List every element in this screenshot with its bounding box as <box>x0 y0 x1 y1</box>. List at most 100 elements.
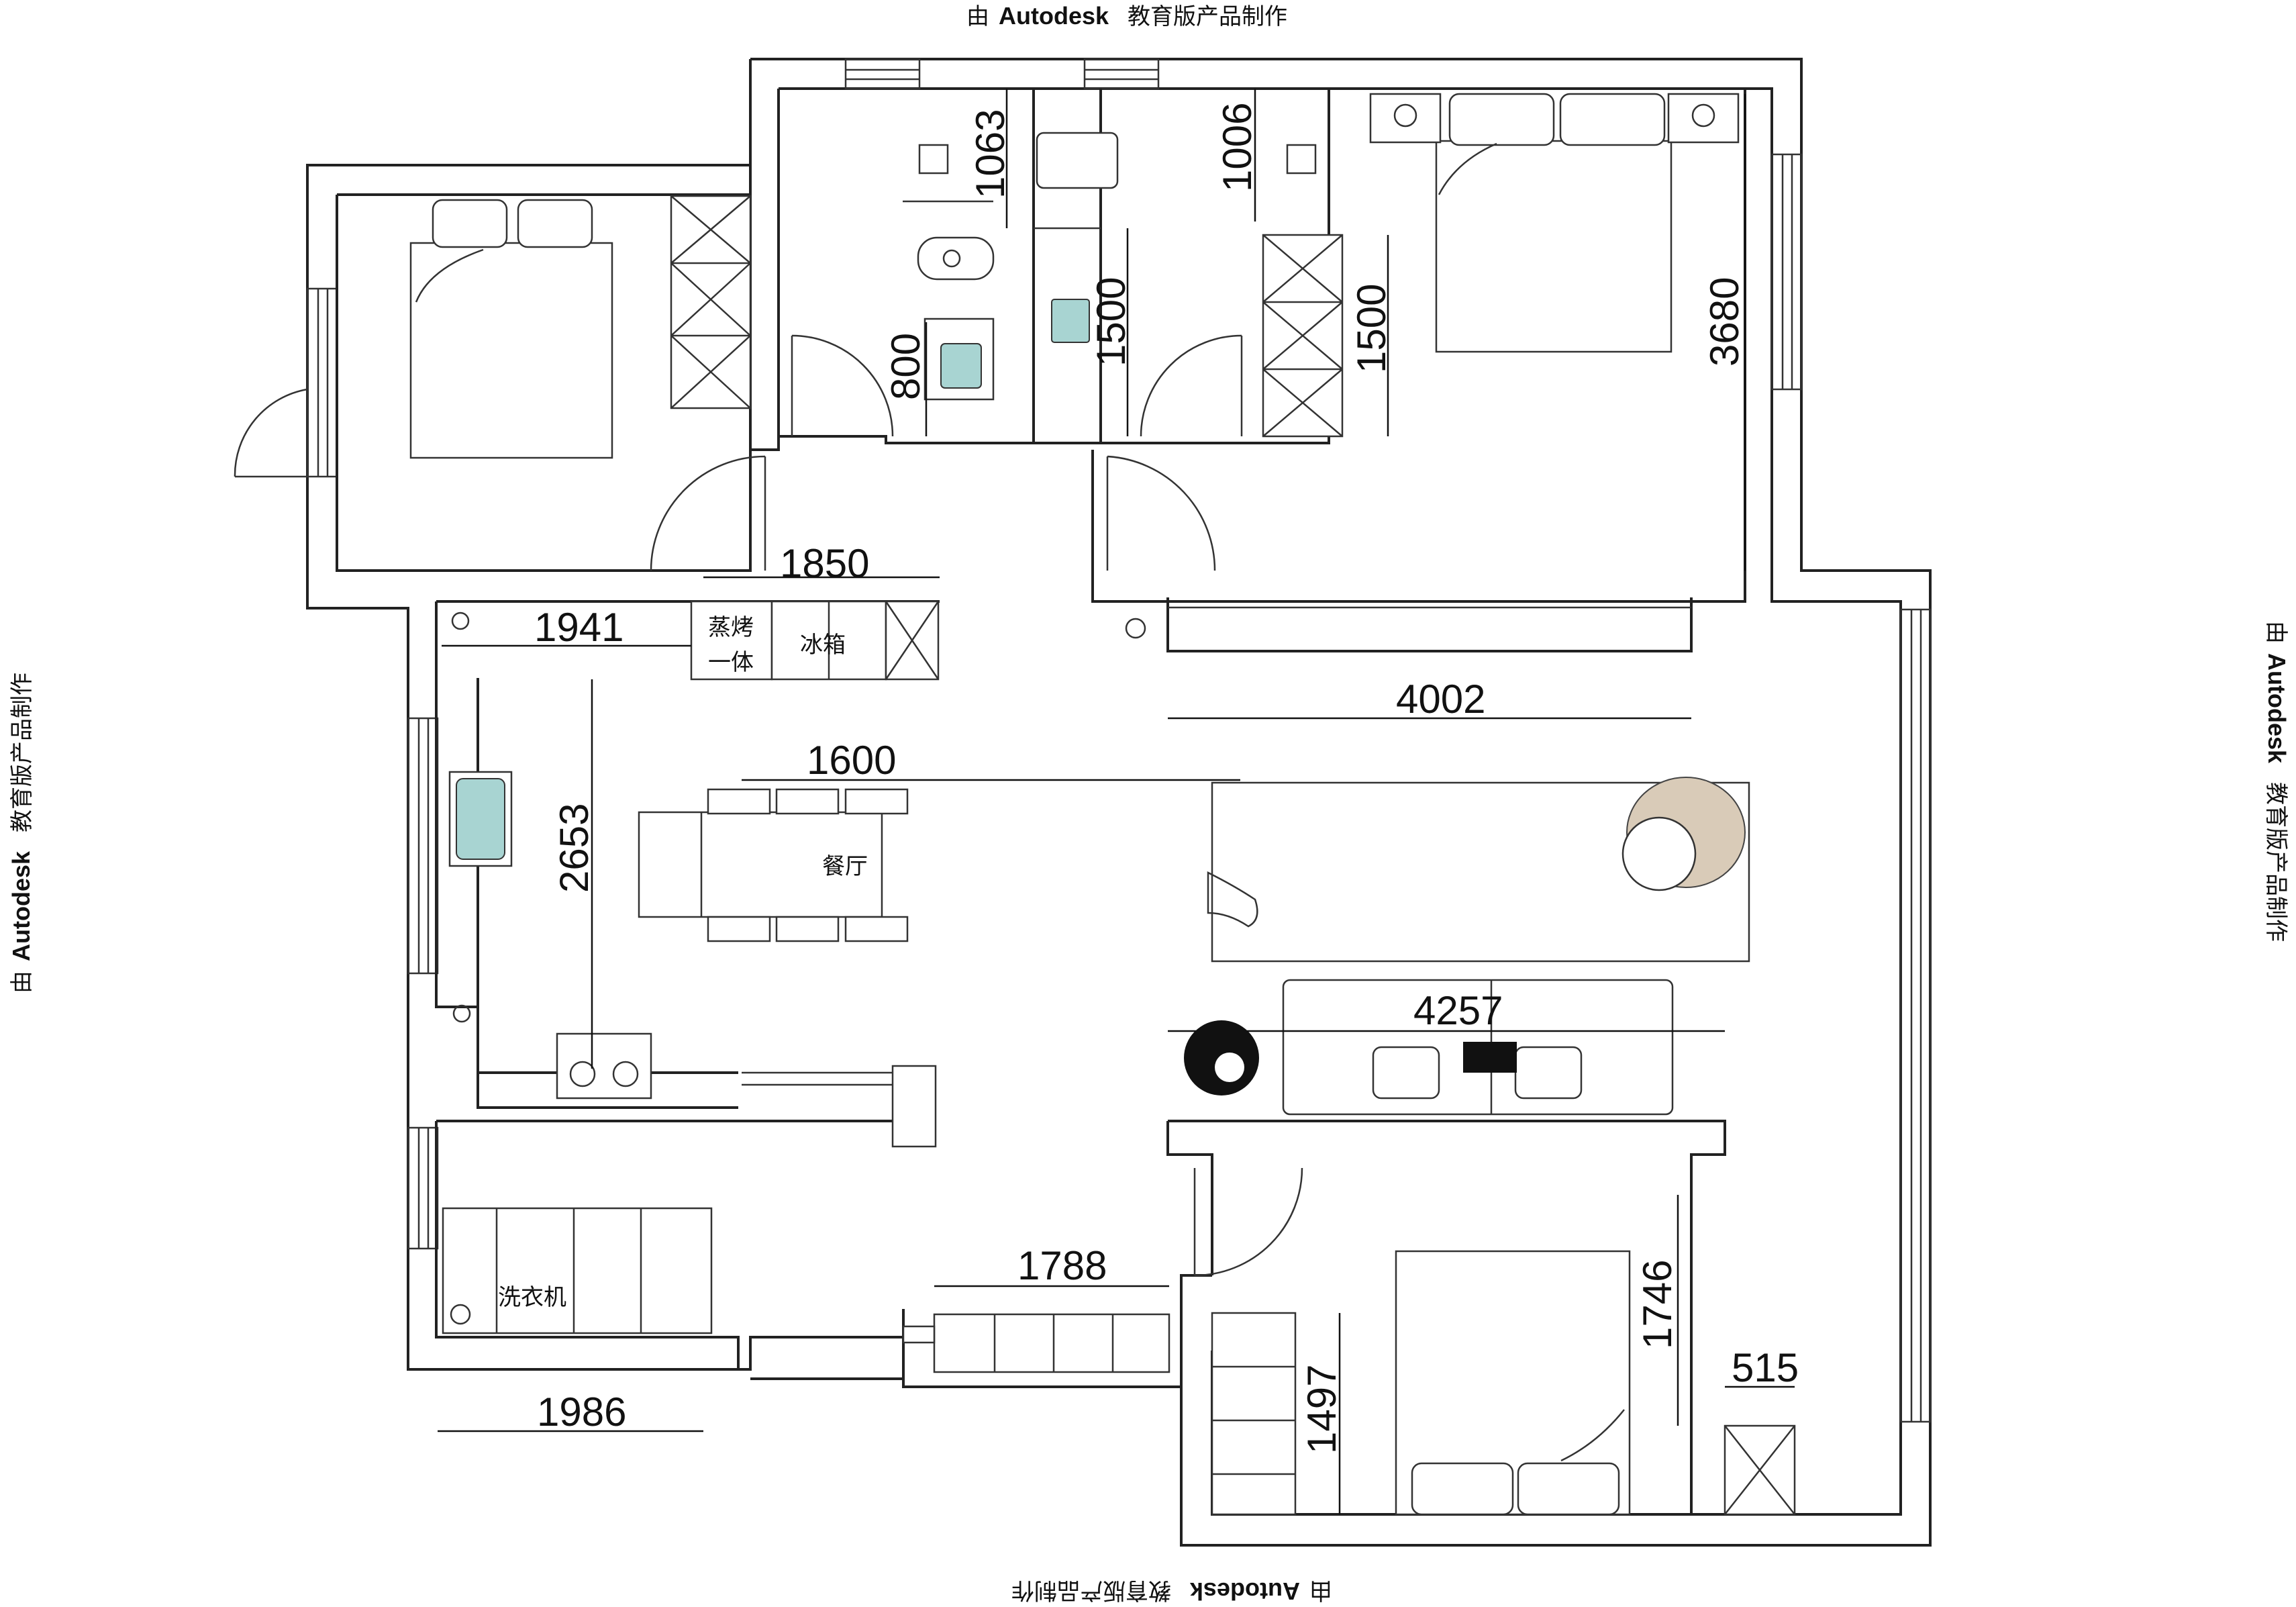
dim-1986: 1986 <box>537 1390 626 1434</box>
cushion-right <box>1514 1046 1583 1100</box>
window-bedroom-west <box>306 287 338 478</box>
watermark-right: 由 Autodesk 教育版产品制作 <box>2262 621 2291 942</box>
watermark-top: 由 Autodesk 教育版产品制作 <box>966 2 1287 30</box>
wardrobe-master <box>1262 234 1344 438</box>
kitchen-column <box>891 1065 937 1148</box>
window-laundry <box>407 1126 439 1250</box>
bathroom-1 <box>903 144 995 401</box>
wardrobe-south <box>1211 1312 1297 1516</box>
dim-1941: 1941 <box>534 605 623 650</box>
dim-800: 800 <box>883 333 928 400</box>
lamp-icon <box>1691 103 1715 128</box>
blanket-fold-master <box>1438 142 1497 195</box>
watermark-left-brand: Autodesk <box>7 850 35 961</box>
watermark-left-prefix: 由 <box>9 971 36 993</box>
dimension-lines <box>438 89 1795 1514</box>
bathroom-2 <box>1034 132 1317 343</box>
dim-1746: 1746 <box>1635 1260 1680 1349</box>
bed-master <box>1435 140 1673 353</box>
pillow-south-2 <box>1517 1462 1620 1516</box>
watermark-left-suffix: 教育版产品制作 <box>9 673 36 832</box>
watermark-right-suffix: 教育版产品制作 <box>2262 782 2289 942</box>
wardrobe-west <box>670 195 752 409</box>
outer-wall-west <box>306 59 903 1371</box>
kitchen-corner-circle <box>451 612 470 630</box>
lamp-icon <box>1393 103 1417 128</box>
pillow-master-1 <box>1448 93 1555 146</box>
watermark-right-brand: Autodesk <box>2263 653 2291 764</box>
watermark-right-prefix: 由 <box>2262 621 2289 644</box>
floor-drain-1 <box>918 144 949 175</box>
appliance-label-steam-oven-2: 一体 <box>708 649 754 676</box>
dim-1063: 1063 <box>968 109 1013 199</box>
watermark-bottom-prefix: 由 <box>1309 1577 1332 1604</box>
dim-1600: 1600 <box>807 738 896 783</box>
watermark-left: 由 Autodesk 教育版产品制作 <box>7 673 36 993</box>
laundry <box>442 1207 713 1334</box>
dining-chair <box>844 788 909 815</box>
dim-4002: 4002 <box>1396 677 1485 722</box>
floor-drain-2 <box>1286 144 1317 175</box>
cushion-left <box>1372 1046 1440 1100</box>
appliance-label-steam-oven-1: 蒸烤 <box>708 614 754 641</box>
blanket-fold-south <box>1560 1409 1625 1462</box>
decor-item <box>1207 871 1258 928</box>
nightstand-left <box>1369 93 1442 144</box>
kitchen <box>448 600 940 1148</box>
pillow-west-1 <box>432 199 508 248</box>
dim-4257: 4257 <box>1413 988 1503 1033</box>
bedroom-south <box>1211 1250 1796 1516</box>
dim-515: 515 <box>1732 1345 1799 1390</box>
dining-chair <box>775 916 840 942</box>
dim-1850: 1850 <box>780 541 869 586</box>
pillow-west-2 <box>517 199 593 248</box>
watermark-top-prefix: 由 <box>966 3 989 30</box>
windows <box>306 58 1932 1423</box>
door-swing-south-bedroom <box>1194 1167 1303 1277</box>
lamp-icon <box>1125 618 1146 639</box>
dining-chair <box>844 916 909 942</box>
nightstand-right <box>1667 93 1740 144</box>
watermark-bottom-suffix: 教育版产品制作 <box>1011 1577 1171 1604</box>
bedroom-west <box>409 195 752 459</box>
bed-west <box>409 242 613 459</box>
doors <box>234 334 1303 1277</box>
door-swing-bath1 <box>791 334 894 437</box>
dining <box>638 788 909 942</box>
interior-walls <box>336 89 1746 1514</box>
pillow-master-2 <box>1559 93 1666 146</box>
window-bath1 <box>844 58 921 90</box>
dim-1500-bath: 1500 <box>1089 277 1134 367</box>
door-swing-bedroom <box>650 455 766 571</box>
window-bath2 <box>1083 58 1160 90</box>
master-bedroom <box>1262 93 1740 438</box>
appliance-label-fridge: 冰箱 <box>800 632 846 659</box>
toilet-1 <box>917 236 995 281</box>
pillow-south-1 <box>1411 1462 1514 1516</box>
sink-basin-2 <box>1051 299 1090 343</box>
toilet-2 <box>1036 132 1119 189</box>
dim-1006: 1006 <box>1215 103 1260 192</box>
dim-1497: 1497 <box>1299 1365 1344 1454</box>
door-swing-bath2 <box>1140 334 1242 437</box>
living-room <box>1125 606 1750 1116</box>
door-swing-master <box>1107 455 1216 571</box>
kitchen-sink-basin <box>456 778 505 860</box>
door-swing-west <box>234 388 308 477</box>
sink-basin-1 <box>940 343 982 389</box>
dining-chair <box>707 788 771 815</box>
appliance-label-washer: 洗衣机 <box>498 1284 566 1311</box>
dim-1788: 1788 <box>1017 1243 1107 1288</box>
watermark-top-suffix: 教育版产品制作 <box>1128 3 1287 30</box>
dining-chair <box>775 788 840 815</box>
steam-oven-cabinet <box>690 600 773 681</box>
watermark-bottom-brand: Autodesk <box>1189 1577 1300 1605</box>
window-kitchen <box>407 717 439 975</box>
dim-3680: 3680 <box>1702 277 1747 367</box>
dim-2653: 2653 <box>552 804 597 893</box>
window-master <box>1770 153 1803 391</box>
south-cabinets <box>902 1313 1170 1373</box>
shoe-cabinet <box>933 1313 1170 1373</box>
window-living <box>1899 608 1932 1423</box>
laundry-cabinets <box>442 1207 713 1334</box>
